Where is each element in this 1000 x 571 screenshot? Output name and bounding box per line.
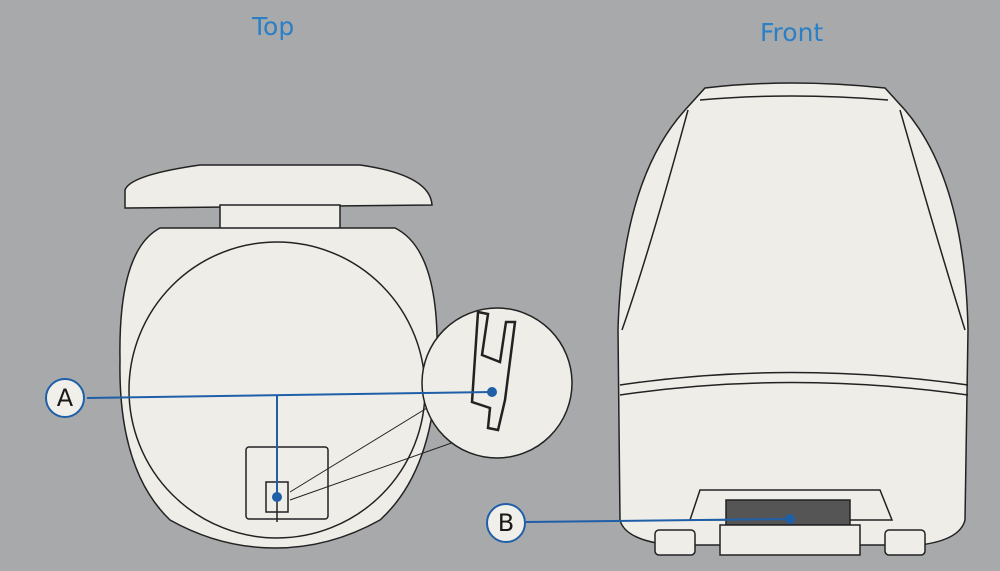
- front-view: [617, 82, 969, 556]
- top-view-handle: [124, 164, 433, 209]
- top-view-hinge: [219, 204, 341, 231]
- callout-a: A: [45, 378, 85, 418]
- latch-detail-clip: [470, 310, 517, 432]
- callout-b: B: [486, 503, 526, 543]
- front-view-label: Front: [760, 18, 824, 47]
- top-view-label: Top: [252, 12, 295, 41]
- leader-lines: [86, 387, 795, 524]
- top-view: [119, 164, 573, 549]
- front-view-body: [617, 82, 969, 546]
